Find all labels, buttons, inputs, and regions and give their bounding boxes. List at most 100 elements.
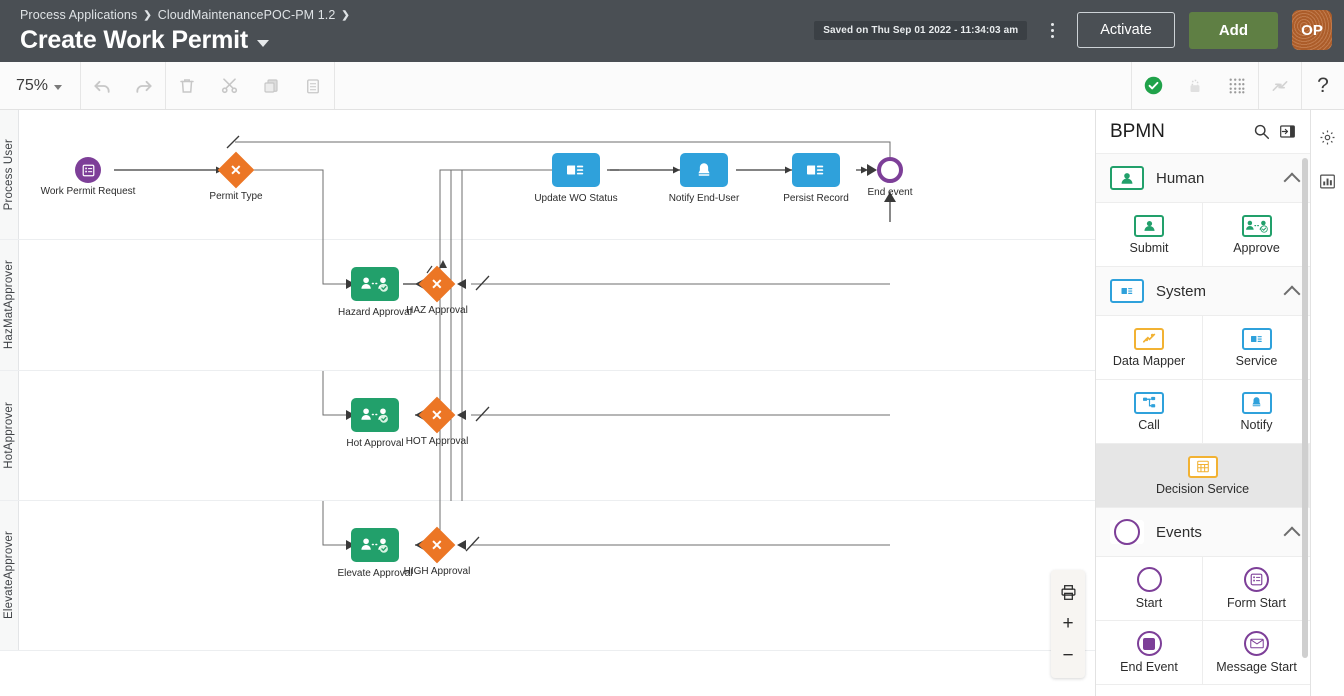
- node-label: End event: [867, 187, 913, 198]
- palette-group-human[interactable]: Human: [1096, 154, 1310, 203]
- palette-item-form-start[interactable]: Form Start: [1203, 557, 1310, 621]
- panel-collapse-icon[interactable]: [1274, 119, 1300, 145]
- copy-icon[interactable]: [250, 62, 292, 109]
- palette-item-message-start[interactable]: Message Start: [1203, 621, 1310, 685]
- breadcrumb-item-process-applications[interactable]: Process Applications: [20, 8, 138, 22]
- delete-icon[interactable]: [166, 62, 208, 109]
- print-icon[interactable]: [1051, 576, 1085, 608]
- approve-users-icon: [351, 267, 399, 301]
- swimlane-label: HotApprover: [3, 402, 15, 469]
- cut-icon[interactable]: [208, 62, 250, 109]
- service-task-icon: [552, 153, 600, 187]
- palette-item-submit[interactable]: Submit: [1096, 203, 1203, 267]
- settings-gear-icon[interactable]: [1315, 124, 1341, 150]
- zoom-selector[interactable]: 75%: [0, 77, 80, 95]
- analytics-chart-icon[interactable]: [1315, 168, 1341, 194]
- node-label: Hazard Approval: [338, 307, 412, 318]
- grid-icon[interactable]: [1216, 62, 1258, 109]
- node-hot-approval[interactable]: Hot Approval: [346, 398, 404, 449]
- bell-icon: [680, 153, 728, 187]
- palette-title: BPMN: [1110, 120, 1165, 142]
- node-elevate-approval[interactable]: Elevate Approval: [337, 528, 413, 579]
- approve-users-icon: [351, 398, 399, 432]
- palette-item-decision-service[interactable]: Decision Service: [1096, 444, 1310, 508]
- service-task-icon: [792, 153, 840, 187]
- swimlane-process-user: Process User: [0, 110, 1095, 240]
- process-canvas[interactable]: Process User: [0, 110, 1095, 696]
- undo-icon[interactable]: [81, 62, 123, 109]
- chevron-up-icon: [1283, 285, 1301, 302]
- palette-item-notify[interactable]: Notify: [1203, 380, 1310, 444]
- right-rail: [1311, 110, 1344, 696]
- lock-icon[interactable]: [1174, 62, 1216, 109]
- palette-scrollbar[interactable]: [1302, 158, 1308, 658]
- palette-group-system[interactable]: System: [1096, 267, 1310, 316]
- lane-flows-1: [114, 135, 896, 240]
- node-permit-type[interactable]: ✕ Permit Type: [209, 151, 263, 202]
- node-hazard-approval[interactable]: Hazard Approval: [338, 267, 412, 318]
- exclusive-gateway-icon: ✕: [418, 396, 456, 434]
- search-icon[interactable]: [1248, 119, 1274, 145]
- help-icon[interactable]: ?: [1317, 73, 1329, 97]
- node-hot-approval-gateway[interactable]: ✕ HOT Approval: [406, 396, 468, 447]
- palette-group-human-items: Submit Approve: [1096, 203, 1310, 267]
- add-button[interactable]: Add: [1188, 11, 1278, 49]
- node-end-event[interactable]: End event: [867, 157, 913, 198]
- activate-button[interactable]: Activate: [1077, 12, 1175, 48]
- bpmn-palette: BPMN Human Submit: [1095, 110, 1311, 696]
- data-mapper-icon: [1134, 327, 1164, 350]
- zoom-level-value: 75%: [16, 76, 49, 94]
- validate-check-icon[interactable]: [1132, 62, 1174, 109]
- swimlane-header[interactable]: ElevateApprover: [0, 501, 19, 650]
- top-bar-right: Saved on Thu Sep 01 2022 - 11:34:03 am A…: [814, 0, 1344, 50]
- chevron-right-icon: ❯: [341, 9, 350, 21]
- chevron-down-icon[interactable]: [256, 39, 269, 47]
- user-icon: [1110, 166, 1144, 190]
- swimlane-hazmatapprover: HazMatApprover: [0, 240, 1095, 371]
- palette-item-approve[interactable]: Approve: [1203, 203, 1310, 267]
- form-start-icon: [75, 157, 101, 183]
- node-label: HOT Approval: [405, 436, 469, 447]
- zoom-out-icon[interactable]: −: [1062, 645, 1074, 666]
- palette-item-service[interactable]: Service: [1203, 316, 1310, 380]
- palette-item-start[interactable]: Start: [1096, 557, 1203, 621]
- redo-icon[interactable]: [123, 62, 165, 109]
- node-label: Notify End-User: [668, 193, 740, 204]
- node-label: HIGH Approval: [403, 566, 471, 577]
- palette-group-events[interactable]: Events: [1096, 508, 1310, 557]
- swimlane-header[interactable]: HazMatApprover: [0, 240, 19, 370]
- palette-item-label: Start: [1135, 596, 1163, 610]
- paste-icon[interactable]: [292, 62, 334, 109]
- collapse-group: [1259, 62, 1302, 109]
- circle-icon: [1110, 519, 1144, 545]
- more-vertical-icon[interactable]: [1041, 22, 1063, 38]
- palette-item-data-mapper[interactable]: Data Mapper: [1096, 316, 1203, 380]
- palette-item-call[interactable]: Call: [1096, 380, 1203, 444]
- node-persist-record[interactable]: Persist Record: [783, 153, 849, 204]
- swimlane-body: Work Permit Request ✕ Permit Type Update…: [19, 110, 1095, 240]
- approve-users-icon: [351, 528, 399, 562]
- approve-users-icon: [1241, 214, 1272, 237]
- swimlane-header[interactable]: HotApprover: [0, 371, 19, 500]
- node-label: Elevate Approval: [337, 568, 413, 579]
- swimlane-header[interactable]: Process User: [0, 110, 19, 239]
- breadcrumb-item-app[interactable]: CloudMaintenancePOC-PM 1.2: [157, 8, 336, 22]
- form-start-icon: [1244, 567, 1269, 592]
- plug-icon: [1241, 327, 1272, 350]
- palette-header: BPMN: [1096, 110, 1310, 154]
- node-work-permit-request[interactable]: Work Permit Request: [41, 157, 135, 197]
- node-notify-end-user[interactable]: Notify End-User: [669, 153, 739, 204]
- palette-item-end-event[interactable]: End Event: [1096, 621, 1203, 685]
- zoom-in-icon[interactable]: +: [1062, 613, 1074, 634]
- avatar[interactable]: OP: [1292, 10, 1332, 50]
- swimlane-label: Process User: [3, 138, 15, 211]
- node-update-wo-status[interactable]: Update WO Status: [534, 153, 618, 204]
- chevron-down-icon: [54, 84, 63, 90]
- node-haz-approval-gateway[interactable]: ✕ HAZ Approval: [406, 265, 468, 316]
- swimlane-hotapprover: HotApprover: [0, 371, 1095, 501]
- node-high-approval-gateway[interactable]: ✕ HIGH Approval: [404, 526, 470, 577]
- lane-flows-4: [322, 501, 890, 552]
- collapse-icon[interactable]: [1259, 62, 1301, 109]
- decision-table-icon: [1187, 455, 1218, 478]
- chevron-right-icon: ❯: [143, 9, 152, 21]
